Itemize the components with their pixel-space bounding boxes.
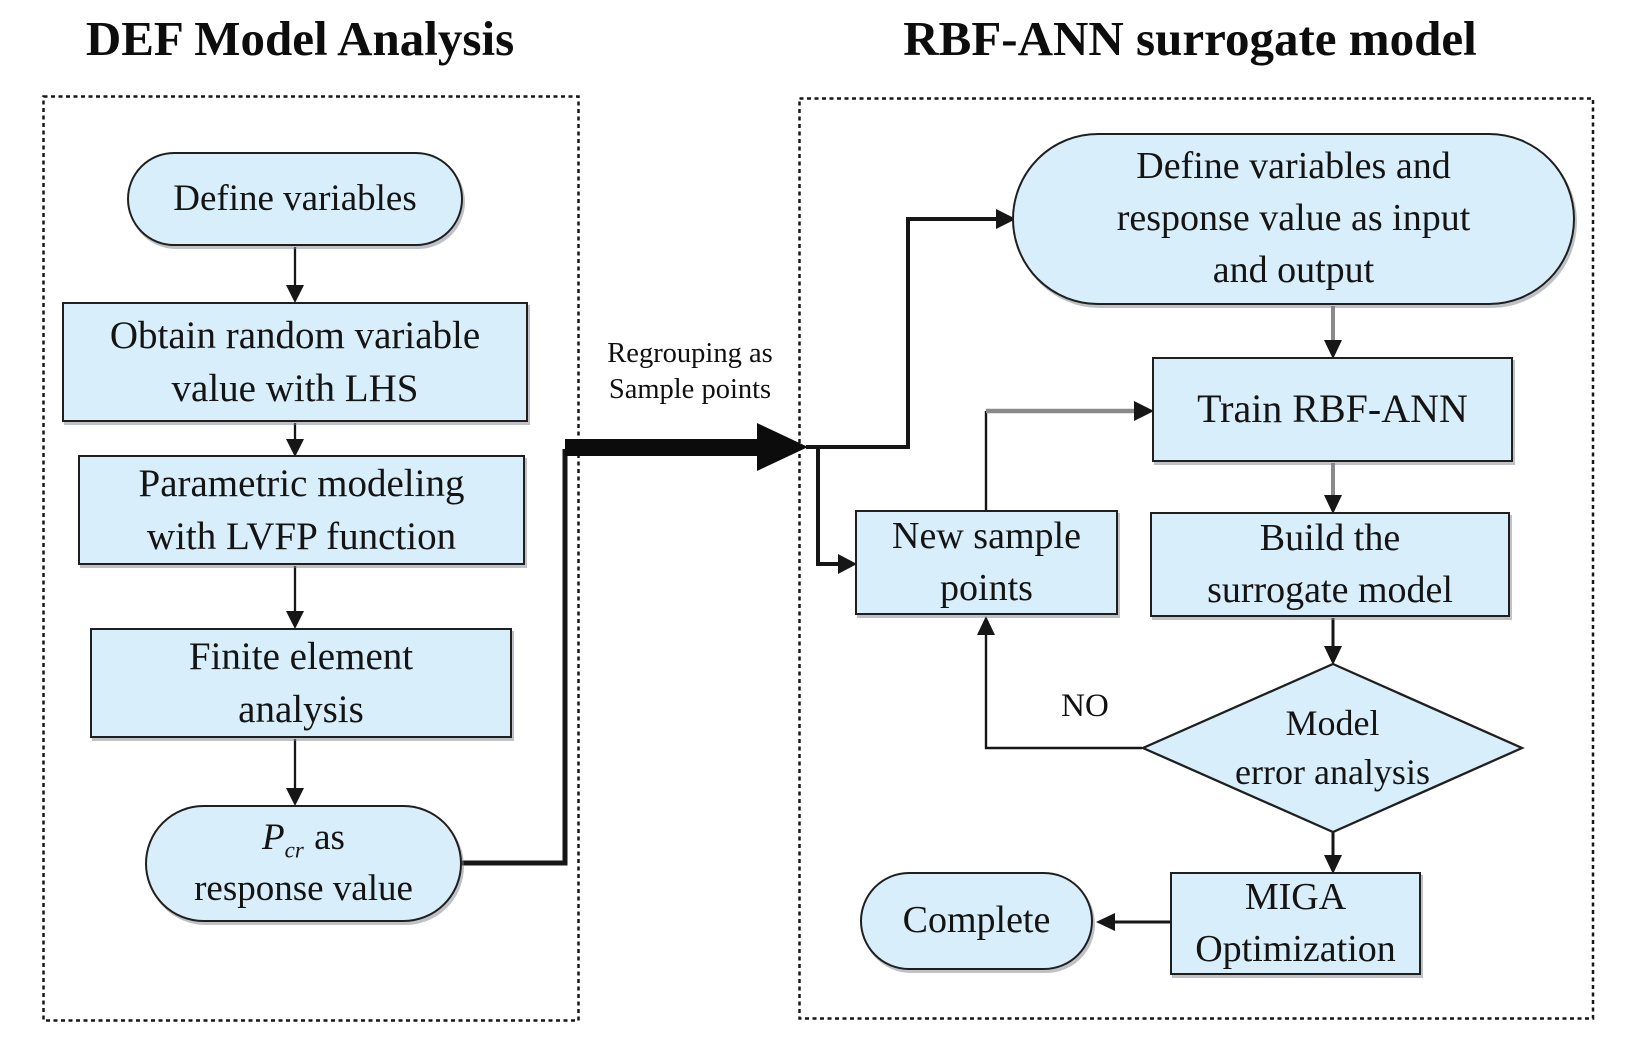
arrow-miga-to-complete <box>1096 913 1170 931</box>
arrowhead-down-icon <box>286 439 304 457</box>
arrow-parametric-to-fea <box>286 566 304 629</box>
node-label-line2: surrogate model <box>1207 568 1453 611</box>
node-label-line2: points <box>940 566 1033 609</box>
arrow-build-to-error <box>1324 618 1342 665</box>
arrowhead-right-icon <box>996 209 1016 229</box>
node-label-line1: New sample <box>892 514 1081 557</box>
connector-no-loop <box>977 616 1142 750</box>
arrowhead-down-icon <box>286 788 304 806</box>
arrow-define-io-to-train <box>1324 306 1342 359</box>
node-label-line1: Finite element <box>188 634 414 678</box>
node-label-line2: Optimization <box>1195 927 1396 970</box>
arrowhead-right-icon <box>838 554 857 574</box>
connector-new-samples-to-train <box>984 401 1154 510</box>
arrowhead-down-icon <box>1324 646 1342 665</box>
node-label-line2: value with LHS <box>171 367 419 410</box>
arrowhead-down-icon <box>1324 340 1342 359</box>
node-model-error-analysis-diamond <box>1140 662 1525 834</box>
node-label-line2: with LVFP function <box>146 515 457 558</box>
arrowhead-up-icon <box>977 616 995 635</box>
pcr-suffix: as <box>314 817 345 859</box>
node-define-variables-io: Define variables and response value as i… <box>1012 133 1575 305</box>
node-label-line1: Define variables and <box>1136 145 1451 188</box>
node-label-line1: Obtain random variable <box>109 313 481 357</box>
arrow-fea-to-pcr <box>286 739 304 806</box>
left-panel-title: DEF Model Analysis <box>85 11 515 66</box>
arrowhead-down-icon <box>286 611 304 629</box>
node-label: Define variables <box>173 177 417 219</box>
node-parametric-modeling: Parametric modeling with LVFP function <box>78 455 525 565</box>
node-label-line3: and output <box>1212 248 1375 291</box>
node-new-sample-points: New sample points <box>855 510 1118 615</box>
regrouping-label-line2: Sample points <box>608 374 772 406</box>
arrow-obtain-to-parametric <box>286 423 304 457</box>
connector-regroup-to-new-samples <box>816 447 857 574</box>
node-label-line1: Parametric modeling <box>138 461 465 505</box>
node-label-line2: response value <box>194 867 413 909</box>
arrow-train-to-build <box>1324 463 1342 514</box>
left-panel-border <box>42 95 580 1022</box>
arrow-define-to-obtain <box>286 247 304 303</box>
connector-pcr-to-regroup <box>462 449 568 866</box>
pcr-symbol: P <box>262 817 285 859</box>
node-miga-optimization: MIGA Optimization <box>1170 872 1421 975</box>
connector-regroup-to-define-io <box>806 209 1016 449</box>
node-build-surrogate-model: Build the surrogate model <box>1150 512 1510 617</box>
arrow-error-to-miga <box>1324 832 1342 874</box>
node-label-line2: analysis <box>238 688 364 731</box>
node-obtain-random-variable: Obtain random variable value with LHS <box>62 302 528 422</box>
thick-arrow-regrouping-icon <box>565 423 808 471</box>
node-label-line2: response value as input <box>1116 197 1471 240</box>
arrowhead-left-icon <box>1096 913 1115 931</box>
right-panel-title: RBF-ANN surrogate model <box>903 11 1477 66</box>
right-panel-border <box>798 97 1595 1020</box>
no-branch-label: NO <box>1061 688 1109 724</box>
arrowhead-down-icon <box>1324 495 1342 514</box>
arrowhead-right-icon <box>1134 401 1154 421</box>
arrowhead-down-icon <box>286 285 304 303</box>
pcr-subscript: cr <box>284 837 304 863</box>
regrouping-label-line1: Regrouping as <box>607 338 773 369</box>
node-define-variables: Define variables <box>127 152 463 246</box>
regrouping-label: Regrouping as Sample points <box>583 336 797 409</box>
node-finite-element-analysis: Finite element analysis <box>90 628 512 738</box>
node-train-rbf-ann: Train RBF-ANN <box>1152 357 1513 462</box>
node-label: Train RBF-ANN <box>1197 386 1468 432</box>
arrowhead-down-icon <box>1324 855 1342 874</box>
node-complete: Complete <box>860 872 1093 970</box>
node-label-line1: MIGA <box>1244 875 1347 918</box>
node-label: Complete <box>902 899 1051 942</box>
node-label-line1: Build the <box>1259 516 1401 559</box>
